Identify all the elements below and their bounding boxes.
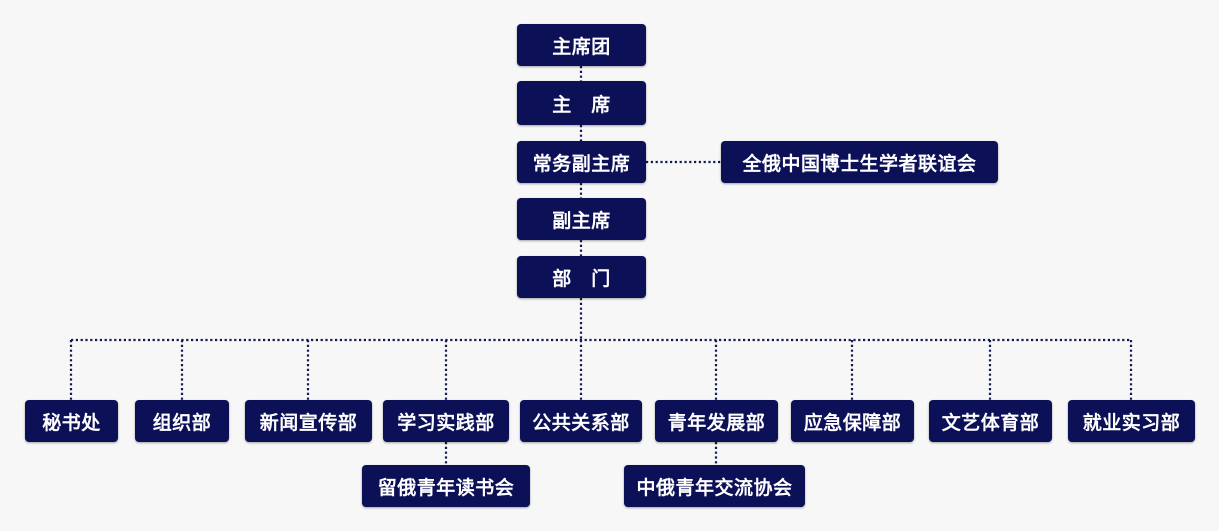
department-label: 学习实践部 [397,411,495,434]
executive-vice-chair-box: 常务副主席 [517,141,646,183]
department-label: 就业实习部 [1082,411,1181,434]
department-label: 文艺体育部 [941,411,1040,434]
departments-label: 部 门 [552,267,611,290]
department-employment-internship: 就业实习部 [1068,400,1195,442]
department-label: 公共关系部 [532,411,630,434]
presidium-label: 主席团 [552,35,611,58]
department-study-practice: 学习实践部 [383,400,509,442]
affiliate-label: 全俄中国博士生学者联谊会 [742,152,977,175]
department-news-publicity: 新闻宣传部 [245,400,372,442]
department-organization: 组织部 [135,400,229,442]
chair-box: 主 席 [517,81,646,125]
sub-unit-youth-exchange: 中俄青年交流协会 [624,465,805,507]
sub-unit-reading-club: 留俄青年读书会 [362,465,530,507]
affiliate-box: 全俄中国博士生学者联谊会 [721,141,998,183]
department-label: 秘书处 [42,411,101,434]
sub-unit-label: 中俄青年交流协会 [636,476,793,499]
department-emergency-support: 应急保障部 [791,400,914,442]
vice-chair-label: 副主席 [552,209,611,232]
chair-label: 主 席 [552,93,611,116]
department-label: 组织部 [152,411,212,434]
department-secretariat: 秘书处 [25,400,118,442]
department-label: 应急保障部 [803,411,902,434]
executive-vice-chair-label: 常务副主席 [532,152,631,175]
department-youth-development: 青年发展部 [655,400,778,442]
vice-chair-box: 副主席 [517,198,646,240]
departments-box: 部 门 [517,256,646,298]
presidium-box: 主席团 [517,24,646,66]
department-public-relations: 公共关系部 [520,400,642,442]
sub-unit-label: 留俄青年读书会 [377,476,515,499]
department-label: 新闻宣传部 [259,411,358,434]
department-label: 青年发展部 [667,411,766,434]
department-culture-sports: 文艺体育部 [929,400,1052,442]
